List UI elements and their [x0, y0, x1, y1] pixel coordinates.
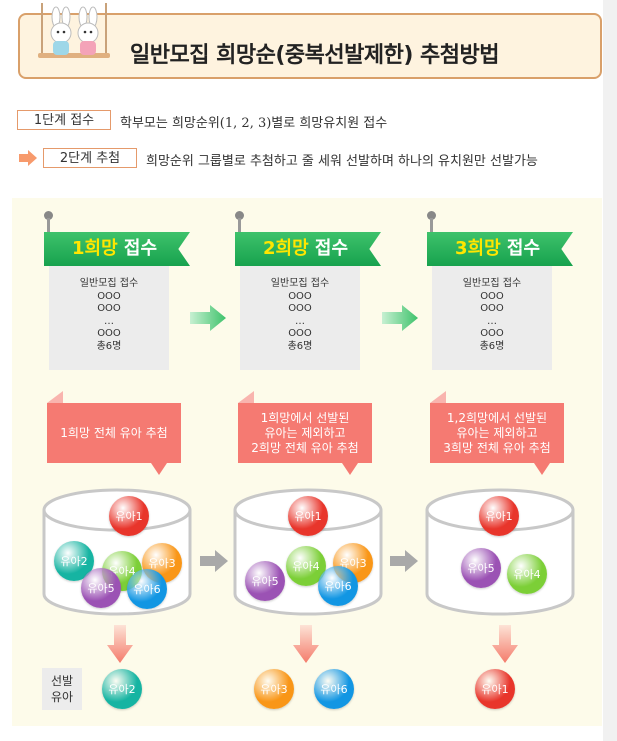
round-1-lottery-note: 1희망 전체 유아 추첨: [47, 403, 181, 463]
card-line: 총6명: [96, 340, 122, 352]
card-line: …: [104, 315, 114, 327]
note-tail: [534, 463, 550, 475]
child-ball: 유아5: [461, 548, 501, 588]
card-line: 일반모집 접수: [462, 278, 522, 289]
child-ball: 유아6: [318, 566, 358, 606]
card-line: OOO: [97, 303, 121, 314]
card-line: 총6명: [287, 340, 313, 352]
child-ball: 유아5: [245, 561, 285, 601]
note-line: 3희망 전체 유아 추첨: [443, 440, 551, 455]
green-right-arrow-icon: [382, 305, 418, 331]
round-1-flag: 1희망 접수: [44, 232, 190, 266]
child-ball: 유아1: [479, 496, 519, 536]
flag-pin-icon: [235, 211, 244, 220]
note-line: 1,2희망에서 선발된: [446, 410, 548, 425]
flag-pole: [430, 218, 433, 236]
bunnies-on-swing-icon: [38, 3, 110, 58]
card-line: …: [295, 315, 305, 327]
selected-child-ball: 유아2: [102, 669, 142, 709]
child-ball: 유아2: [54, 541, 94, 581]
flag-pole: [238, 218, 241, 236]
card-line: OOO: [288, 328, 312, 339]
note-line: 유아는 제외하고: [264, 425, 346, 440]
page-title: 일반모집 희망순(중복선발제한) 추첨방법: [130, 43, 500, 68]
note-tail: [151, 463, 167, 475]
card-line: 총6명: [479, 340, 505, 352]
round-2-flag: 2희망 접수: [235, 232, 381, 266]
note-tail: [342, 463, 358, 475]
card-line: OOO: [97, 290, 121, 302]
flag-number: 3희망: [455, 238, 501, 259]
step2-desc: 희망순위 그룹별로 추첨하고 줄 세워 선발하며 하나의 유치원만 선발가능: [146, 154, 538, 169]
card-line: OOO: [480, 303, 504, 314]
flag-number: 1희망: [72, 238, 118, 259]
flag-pole: [47, 218, 50, 236]
card-line: 일반모집 접수: [270, 278, 330, 289]
gray-right-arrow-icon: [200, 550, 228, 572]
card-line: OOO: [480, 290, 504, 302]
flag-number: 2희망: [263, 238, 309, 259]
step2-label: 2단계 추첨: [43, 148, 137, 168]
card-line: OOO: [480, 328, 504, 339]
note-line: 유아는 제외하고: [456, 425, 538, 440]
orange-arrow-icon: [19, 150, 37, 166]
child-ball: 유아5: [81, 568, 121, 608]
note-line: 1희망에서 선발된: [260, 410, 350, 425]
note-fold: [47, 391, 63, 403]
selected-child-ball: 유아1: [475, 669, 515, 709]
child-ball: 유아6: [127, 569, 167, 609]
child-ball: 유아1: [288, 496, 328, 536]
selected-child-ball: 유아6: [314, 669, 354, 709]
card-line: OOO: [288, 303, 312, 314]
gray-right-arrow-icon: [390, 550, 418, 572]
step1-desc: 학부모는 희망순위(1, 2, 3)별로 희망유치원 접수: [120, 116, 388, 131]
flag-pin-icon: [44, 211, 53, 220]
down-arrow-icon: [107, 625, 133, 663]
card-line: OOO: [97, 328, 121, 339]
flag-text: 접수: [308, 238, 349, 259]
card-line: 일반모집 접수: [79, 278, 139, 289]
note-line: 1희망 전체 유아 추첨: [60, 425, 168, 440]
flag-text: 접수: [500, 238, 541, 259]
selected-children-label: 선발 유아: [42, 668, 82, 710]
note-fold: [430, 391, 446, 403]
down-arrow-icon: [293, 625, 319, 663]
note-line: 2희망 전체 유아 추첨: [251, 440, 359, 455]
selected-child-ball: 유아3: [254, 669, 294, 709]
green-right-arrow-icon: [190, 305, 226, 331]
card-line: …: [487, 315, 497, 327]
child-ball: 유아4: [507, 554, 547, 594]
step1-label: 1단계 접수: [17, 110, 111, 130]
note-fold: [238, 391, 254, 403]
card-line: OOO: [288, 290, 312, 302]
down-arrow-icon: [492, 625, 518, 663]
flag-text: 접수: [117, 238, 158, 259]
round-3-flag: 3희망 접수: [427, 232, 573, 266]
child-ball: 유아1: [109, 496, 149, 536]
title-box: 일반모집 희망순(중복선발제한) 추첨방법: [18, 3, 602, 79]
flag-pin-icon: [427, 211, 436, 220]
